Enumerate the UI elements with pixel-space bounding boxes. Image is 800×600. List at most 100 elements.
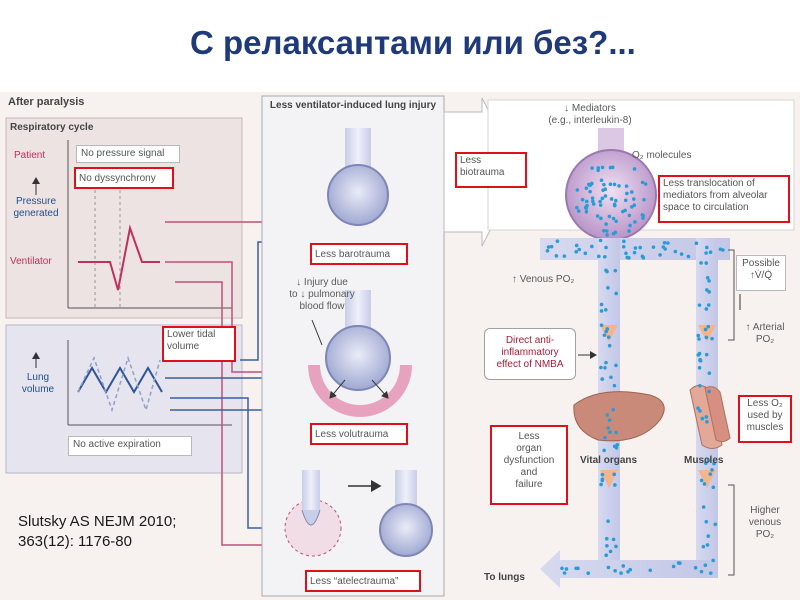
o2-dot xyxy=(662,240,667,245)
o2-dot xyxy=(700,416,705,421)
o2-dot xyxy=(590,166,594,170)
o2-dot xyxy=(591,199,595,204)
o2-dot xyxy=(710,336,714,341)
o2-dot xyxy=(596,166,601,170)
o2-dot xyxy=(606,335,611,339)
o2-dot xyxy=(600,165,605,170)
o2-dot xyxy=(707,279,711,283)
o2-dot xyxy=(598,238,603,243)
o2-dot xyxy=(708,571,713,575)
o2-dot xyxy=(641,213,645,218)
o2-dot xyxy=(608,430,612,434)
o2-dot xyxy=(706,534,711,538)
o2-dot xyxy=(605,543,609,548)
o2-dot xyxy=(597,254,601,259)
o2-dot xyxy=(699,478,704,483)
patient-label: Patient xyxy=(14,150,46,161)
o2-dot xyxy=(607,214,612,219)
o2-dot xyxy=(599,323,604,327)
o2-dot xyxy=(706,303,711,307)
o2-dot xyxy=(562,254,567,258)
o2-dot xyxy=(661,245,666,249)
o2-dot xyxy=(705,419,709,424)
o2-dot xyxy=(599,302,604,307)
o2-dot xyxy=(707,389,711,394)
less-volutrauma-box: Less volutrauma xyxy=(310,423,408,445)
o2-dot xyxy=(698,358,702,363)
o2-dot xyxy=(546,245,551,249)
o2-dot xyxy=(606,565,611,570)
o2-dot xyxy=(632,250,637,255)
o2-dot xyxy=(640,180,645,185)
o2-dot xyxy=(603,254,607,259)
o2-dot xyxy=(708,472,713,476)
o2-dot xyxy=(633,246,638,250)
o2-dot xyxy=(614,430,618,435)
o2-dot xyxy=(576,209,581,213)
less-atelectrauma-box: Less “atelectrauma” xyxy=(305,570,421,592)
o2-dot xyxy=(599,309,604,313)
o2-dot xyxy=(604,360,608,365)
o2-dot xyxy=(575,205,579,210)
o2-dot xyxy=(612,182,617,187)
o2-dot xyxy=(713,522,718,527)
o2-dot xyxy=(607,418,612,422)
o2-dot xyxy=(666,241,670,245)
o2-dot xyxy=(604,222,608,226)
o2-dot xyxy=(601,229,606,233)
o2-dot xyxy=(605,269,609,274)
o2-molecules-label: O₂ molecules xyxy=(632,150,692,161)
o2-dot xyxy=(648,568,653,573)
o2-dot xyxy=(613,569,617,573)
o2-dot xyxy=(614,219,618,224)
o2-dot xyxy=(605,413,610,417)
o2-dot xyxy=(600,196,605,201)
o2-dot xyxy=(673,249,678,254)
o2-dot xyxy=(671,564,676,569)
o2-dot xyxy=(603,307,608,312)
o2-dot xyxy=(603,194,608,198)
o2-dot xyxy=(577,247,582,252)
o2-dot xyxy=(602,333,607,337)
o2-dot xyxy=(621,244,626,249)
o2-dot xyxy=(615,442,620,447)
o2-dot xyxy=(710,468,714,472)
o2-dot xyxy=(704,245,709,250)
o2-dot xyxy=(701,505,706,509)
o2-dot xyxy=(599,178,604,183)
o2-dot xyxy=(549,244,554,249)
o2-dot xyxy=(591,202,596,206)
o2-dot xyxy=(643,182,648,186)
o2-dot xyxy=(574,566,578,571)
o2-dot xyxy=(718,247,723,252)
o2-dot xyxy=(621,564,626,568)
o2-dot xyxy=(704,307,709,311)
less-barotrauma-box: Less barotrauma xyxy=(310,243,408,265)
o2-dot xyxy=(590,244,594,249)
o2-dot xyxy=(554,254,559,258)
o2-dot xyxy=(611,216,616,221)
to-lungs-label: To lungs xyxy=(484,572,525,583)
o2-dot xyxy=(679,252,684,256)
o2-dot xyxy=(708,250,713,255)
o2-dot xyxy=(626,570,630,574)
o2-dot xyxy=(604,229,609,233)
o2-dot xyxy=(599,365,603,370)
o2-dot xyxy=(614,363,618,368)
o2-dot xyxy=(623,198,628,203)
o2-dot xyxy=(603,435,607,440)
o2-dot xyxy=(624,251,628,256)
o2-dot xyxy=(600,377,605,381)
o2-dot xyxy=(608,182,613,187)
o2-dot xyxy=(609,375,613,380)
o2-dot xyxy=(560,566,564,571)
o2-dot xyxy=(607,343,612,348)
o2-dot xyxy=(595,214,600,218)
o2-dot xyxy=(698,383,702,388)
o2-dot xyxy=(598,199,602,204)
o2-dot xyxy=(601,188,605,192)
